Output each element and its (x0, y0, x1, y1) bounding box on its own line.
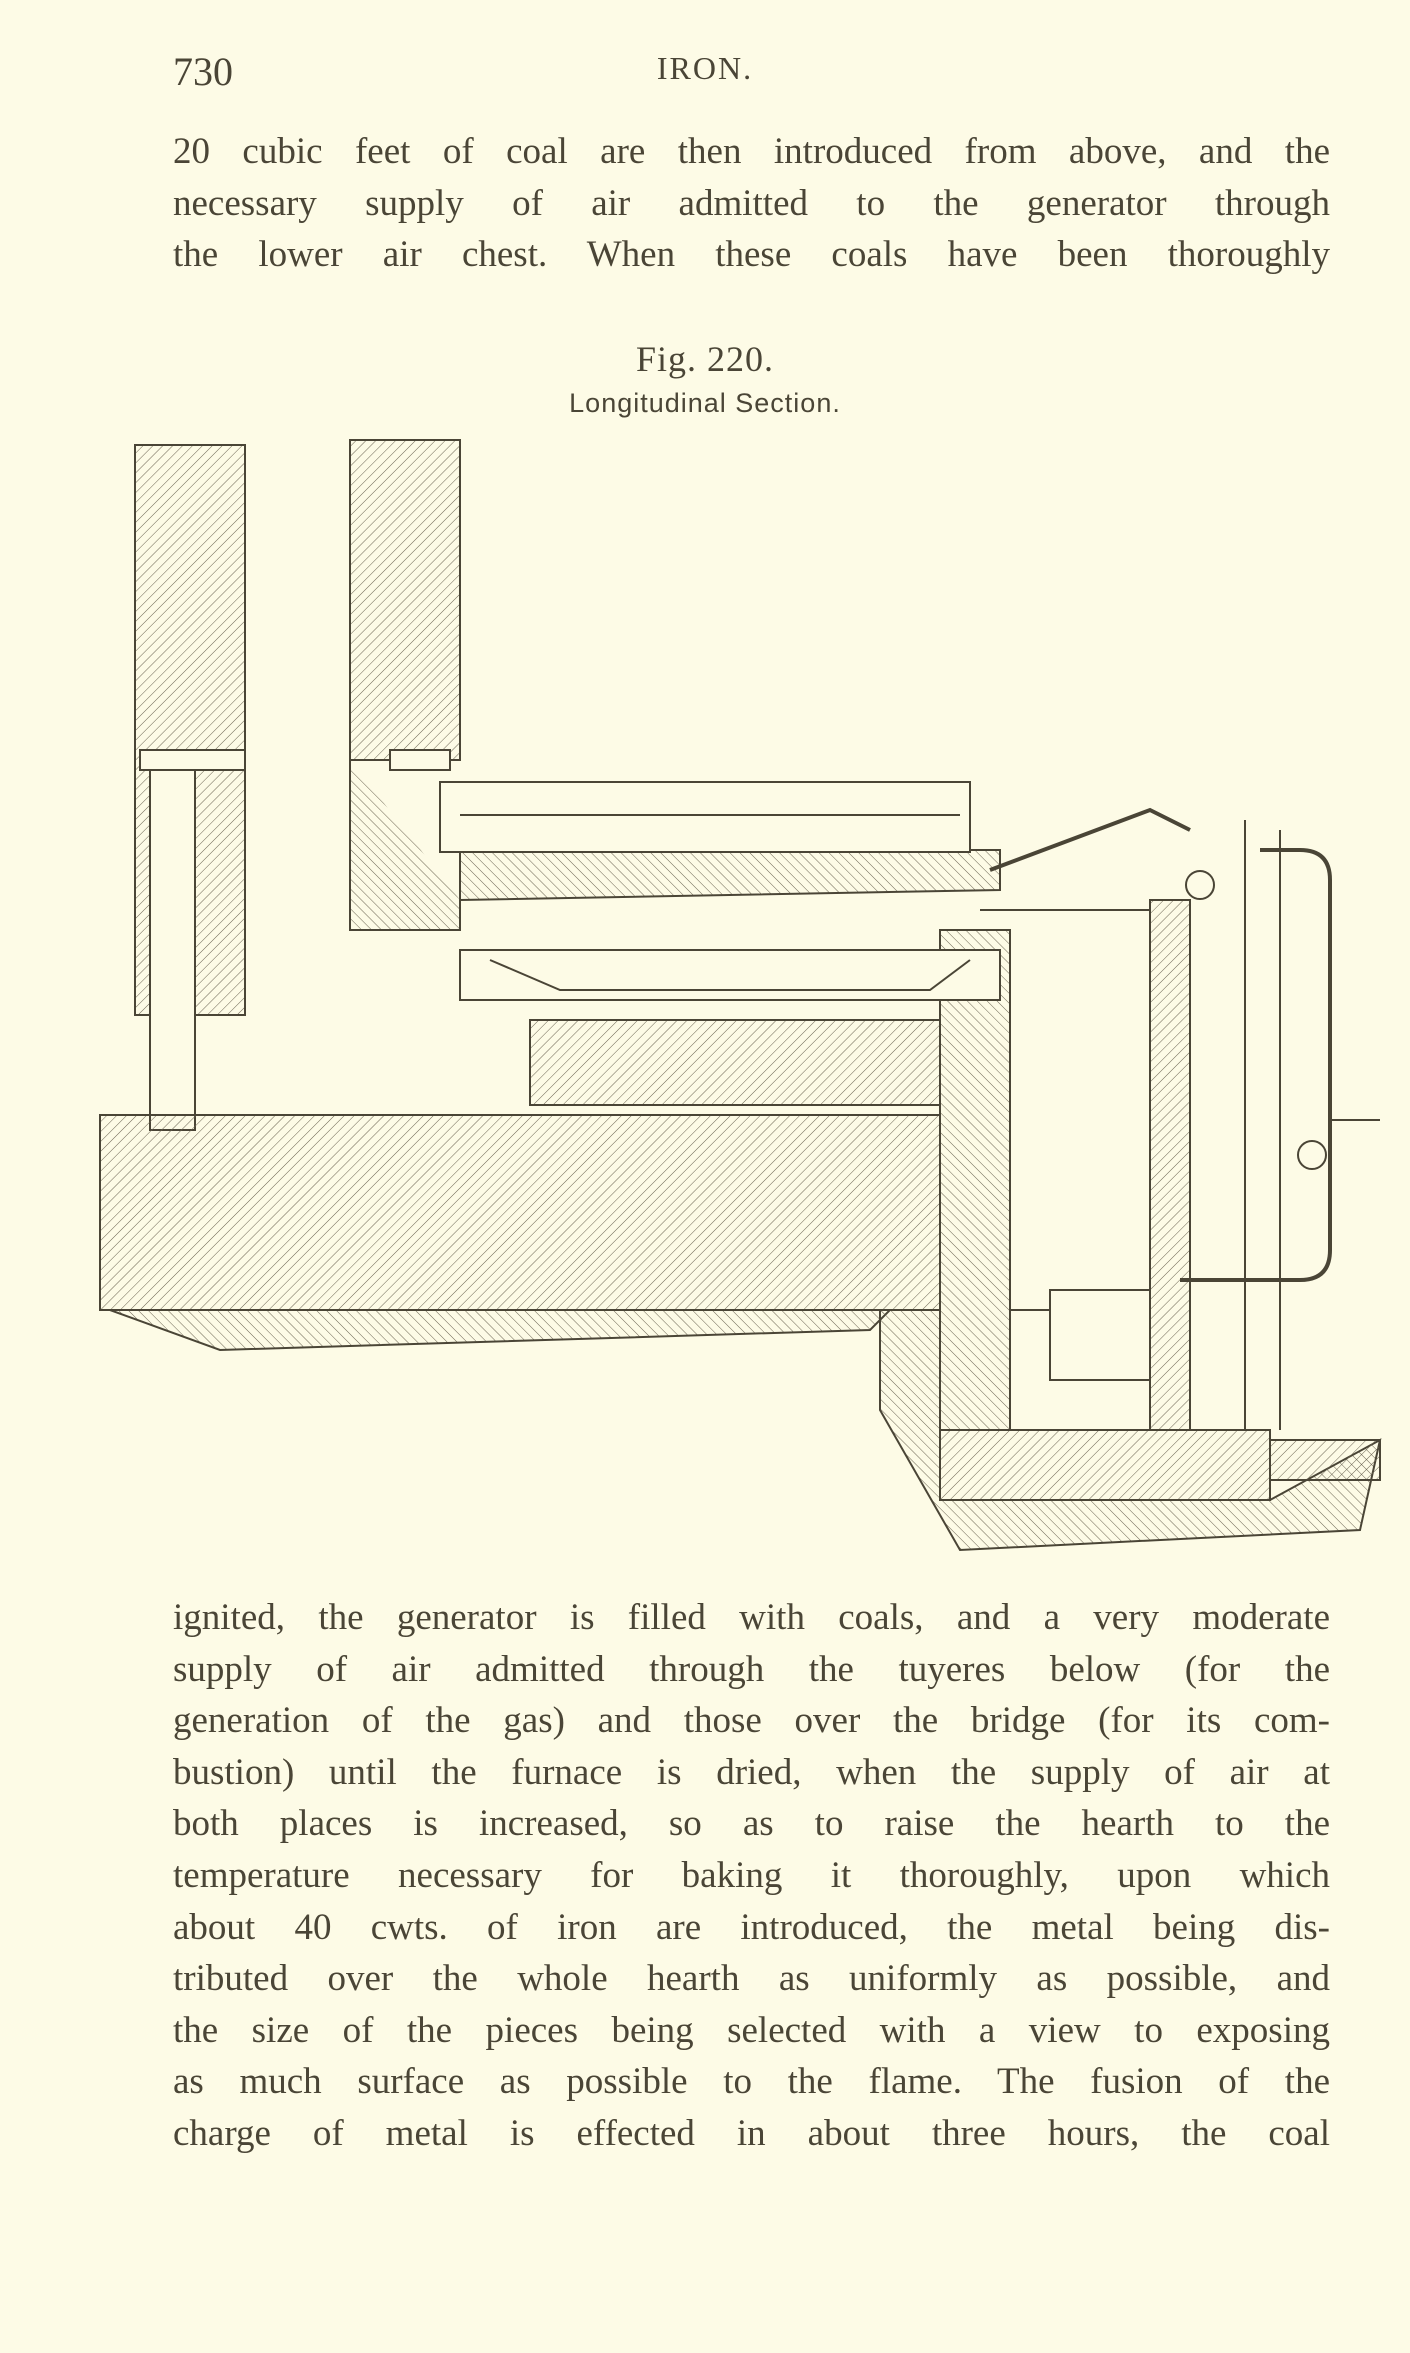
text-line: the size of the pieces being selected wi… (173, 2009, 1330, 2051)
figure-label: Fig. 220. (635, 339, 775, 379)
text-line: the lower air chest. When these coals ha… (173, 234, 1330, 276)
foundation (99, 1114, 941, 1311)
page-number: 730 (173, 49, 233, 94)
running-head: IRON. (656, 50, 754, 86)
text-line: generation of the gas) and those over th… (173, 1700, 1330, 1742)
text-line: temperature necessary for baking it thor… (173, 1854, 1330, 1896)
text-line: bustion) until the furnace is dried, whe… (173, 1751, 1330, 1793)
text-line: about 40 cwts. of iron are introduced, t… (173, 1906, 1330, 1948)
text-line: 20 cubic feet of coal are then introduce… (173, 131, 1330, 172)
figure-caption: Longitudinal Section. (569, 388, 841, 418)
paragraph-top: 20 cubic feet of coal are then introduce… (173, 126, 1330, 281)
text-line: charge of metal is effected in about thr… (173, 2112, 1330, 2154)
generator-column (149, 759, 196, 1131)
text-line: tributed over the whole hearth as unifor… (173, 1958, 1330, 2000)
furnace-section-diagram (99, 439, 1382, 1552)
valve-icon (1185, 870, 1215, 900)
gauge-icon (1297, 1140, 1327, 1170)
hearth (459, 949, 1001, 1001)
text-line: as much surface as possible to the flame… (173, 2061, 1330, 2103)
chimney-right-wall (349, 439, 461, 761)
paragraph-bottom: ignited, the generator is filled with co… (173, 1592, 1330, 2160)
text-line: necessary supply of air admitted to the … (173, 182, 1330, 224)
air-pipe (1180, 848, 1332, 1282)
text-line: both places is increased, so as to raise… (173, 1803, 1330, 1845)
text-line: supply of air admitted through the tuyer… (173, 1648, 1330, 1690)
text-line: ignited, the generator is filled with co… (173, 1597, 1330, 1638)
